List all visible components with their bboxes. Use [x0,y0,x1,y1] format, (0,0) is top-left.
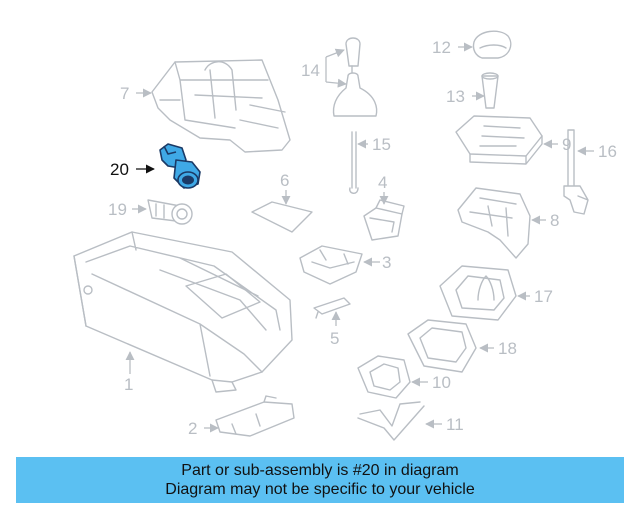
callout-16: 16 [598,142,617,161]
callout-10: 10 [432,373,451,392]
callout-11: 11 [446,415,464,434]
part-15-rod [349,131,359,194]
callout-14: 14 [301,61,320,80]
banner-line-2: Diagram may not be specific to your vehi… [165,481,475,498]
part-18-bezel [407,319,477,373]
callout-18: 18 [498,339,517,358]
part-19-lighter [147,199,193,225]
callout-4: 4 [378,173,387,192]
part-20-switch-highlighted [159,143,201,189]
callout-8: 8 [550,211,559,230]
part-7-shifter-housing [151,59,291,153]
part-12-knob [472,30,512,59]
info-banner: Part or sub-assembly is #20 in diagram D… [16,457,624,503]
callout-20: 20 [110,160,129,179]
part-8-shifter-trim [457,187,531,259]
callout-12: 12 [432,38,451,57]
part-5-clip [313,297,351,319]
part-6-trim-plate [251,201,313,233]
part-9-indicator-plate [455,115,543,165]
part-4-tray [363,199,405,241]
callout-1: 1 [124,375,133,394]
callout-13: 13 [446,87,465,106]
part-3-console-bracket [299,245,363,285]
callout-19: 19 [108,200,127,219]
callout-9: 9 [562,135,571,154]
callout-2: 2 [188,419,197,438]
part-16-shift-lever [563,129,589,215]
banner-line-1: Part or sub-assembly is #20 in diagram [181,462,459,479]
callout-5: 5 [330,329,339,348]
part-10-trim-bezel [357,355,411,399]
part-11-bracket [357,401,425,441]
part-2-bracket [215,395,295,437]
part-1-center-console [73,231,293,393]
part-14-shift-knob-boot [332,37,378,117]
part-17-boot-frame [439,265,517,321]
callout-17: 17 [534,287,553,306]
callout-15: 15 [372,135,391,154]
callout-7: 7 [120,84,129,103]
part-13-knob-stem [481,72,499,109]
callout-6: 6 [280,171,289,190]
callout-3: 3 [382,253,391,272]
